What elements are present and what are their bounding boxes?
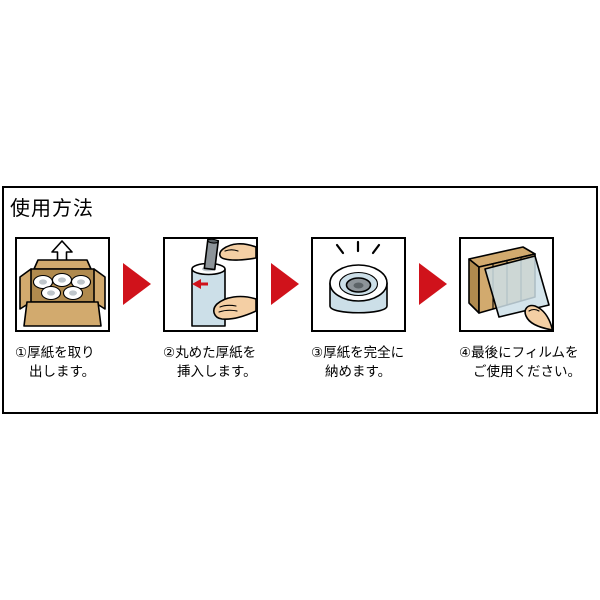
insert-direction-arrow-icon — [192, 279, 208, 289]
step-4-caption-line1: ④最後にフィルムを — [459, 345, 579, 361]
upper-hand — [219, 243, 256, 261]
step-3-caption-line1: ③厚紙を完全に — [311, 345, 405, 361]
step-3-caption-line2: 納めます。 — [325, 364, 392, 380]
step-1-caption: ①厚紙を取り 出します。 — [15, 344, 110, 382]
film-sheet — [484, 255, 550, 318]
next-step-arrow-icon — [270, 262, 300, 306]
step-2-illustration — [191, 239, 256, 327]
next-step-arrow-icon — [122, 262, 152, 306]
step-4-panel — [459, 237, 554, 332]
film-roll-top-view — [329, 264, 388, 314]
step-2: ②丸めた厚紙を 挿入します。 — [163, 237, 258, 382]
usage-title: 使用方法 — [10, 196, 94, 220]
next-step-arrow-icon — [418, 262, 448, 306]
step-3-illustration — [329, 240, 388, 314]
lower-hand — [213, 295, 256, 320]
cardboard-tube — [203, 239, 220, 271]
step-4-caption: ④最後にフィルムを ご使用ください。 — [459, 344, 581, 382]
step-1-caption-line1: ①厚紙を取り — [15, 345, 95, 361]
paper-rolls — [32, 272, 92, 301]
emphasis-lines — [335, 240, 381, 255]
usage-instructions-frame: 使用方法 — [2, 186, 598, 414]
step-4-illustration — [468, 246, 552, 330]
step-1-panel — [15, 237, 110, 332]
step-1: ①厚紙を取り 出します。 — [15, 237, 110, 382]
step-4-caption-line2: ご使用ください。 — [473, 364, 581, 380]
step-1-illustration — [19, 240, 106, 327]
step-3-panel — [311, 237, 406, 332]
step-3: ③厚紙を完全に 納めます。 — [311, 237, 406, 382]
step-1-caption-line2: 出します。 — [29, 364, 96, 380]
step-2-caption-line2: 挿入します。 — [177, 364, 257, 380]
pulling-hand — [524, 304, 552, 330]
step-2-caption-line1: ②丸めた厚紙を — [163, 345, 257, 361]
steps-row: ①厚紙を取り 出します。 — [4, 237, 581, 382]
step-4: ④最後にフィルムを ご使用ください。 — [459, 237, 581, 382]
step-3-caption: ③厚紙を完全に 納めます。 — [311, 344, 406, 382]
box-flaps-and-front — [19, 268, 106, 327]
step-2-caption: ②丸めた厚紙を 挿入します。 — [163, 344, 258, 382]
step-2-panel — [163, 237, 258, 332]
